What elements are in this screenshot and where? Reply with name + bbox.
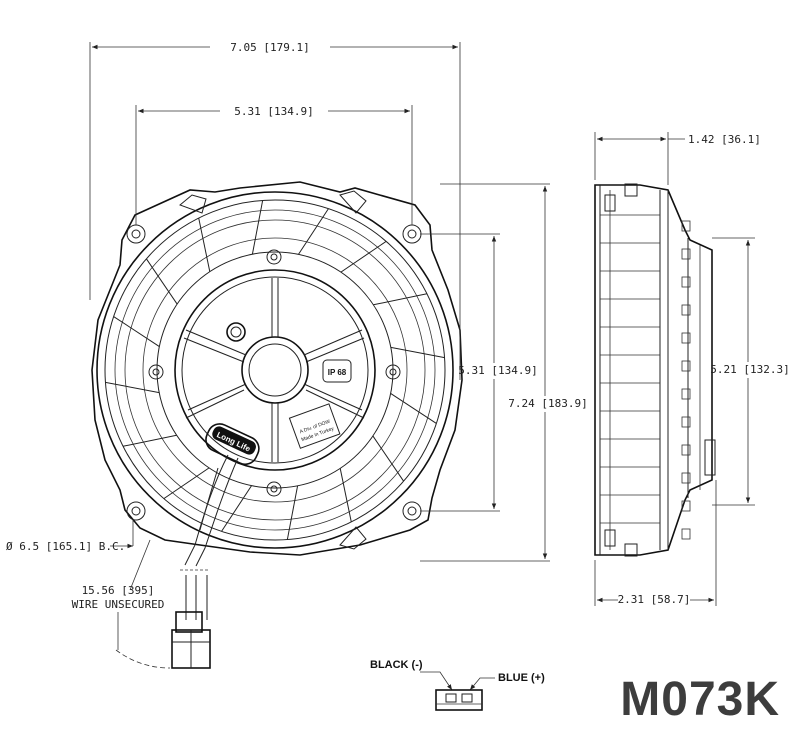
motor-plate-inner bbox=[181, 276, 369, 464]
dimensions: 7.05 [179.1] 5.31 [134.9] 5.31 [134.9] 7… bbox=[6, 40, 790, 669]
blue-wire-label: BLUE (+) bbox=[498, 672, 545, 684]
dim-mount-width: 5.31 [134.9] bbox=[234, 105, 313, 118]
shroud-spoke bbox=[286, 485, 299, 540]
hub-outer bbox=[241, 336, 309, 404]
side-view bbox=[594, 183, 716, 557]
side-clip bbox=[681, 528, 691, 540]
shroud-spoke bbox=[372, 435, 405, 482]
motor-ribs bbox=[183, 278, 365, 462]
dim-wire-length: 15.56 [395] bbox=[82, 584, 155, 597]
side-outline bbox=[594, 184, 713, 556]
shroud-spoke bbox=[145, 258, 178, 305]
dim-overall-width: 7.05 [179.1] bbox=[230, 41, 309, 54]
housing-ring-5 bbox=[142, 237, 408, 503]
side-clip bbox=[681, 472, 691, 484]
dim-bolt-circle: Ø 6.5 [165.1] B.C. bbox=[6, 540, 125, 553]
side-clip bbox=[681, 276, 691, 288]
shroud-spoke bbox=[298, 208, 329, 255]
shroud-spoke bbox=[390, 346, 445, 359]
dim-wire-note: WIRE UNSECURED bbox=[72, 598, 165, 611]
shroud-spoke bbox=[390, 393, 437, 424]
dim-side-depth-top: 1.42 [36.1] bbox=[688, 133, 761, 146]
side-clip bbox=[681, 388, 691, 400]
housing-ring-2 bbox=[104, 199, 446, 541]
shroud-spoke bbox=[113, 316, 160, 347]
shroud-spoke bbox=[373, 293, 428, 306]
connector-callout: BLACK (-) BLUE (+) bbox=[370, 659, 545, 711]
dim-motor-diameter: 5.21 [132.3] bbox=[710, 363, 789, 376]
mount-hole-bottom-right bbox=[402, 501, 422, 521]
flange-outline bbox=[91, 181, 463, 556]
mount-hole-top-left bbox=[126, 224, 146, 244]
side-clip bbox=[681, 500, 691, 512]
mount-hole-top-right bbox=[402, 224, 422, 244]
motor-plate-outer bbox=[174, 269, 376, 471]
housing-outer-ring bbox=[96, 191, 454, 549]
side-clip bbox=[681, 332, 691, 344]
shroud-spoke bbox=[251, 200, 264, 255]
shroud-spoke bbox=[105, 381, 160, 394]
connector-icon bbox=[435, 689, 483, 711]
shroud-spoke bbox=[163, 467, 210, 500]
wire-bundle bbox=[180, 454, 239, 620]
side-clip bbox=[681, 444, 691, 456]
housing-ring-6 bbox=[156, 251, 394, 489]
hub-inner bbox=[248, 343, 302, 397]
side-clip bbox=[681, 304, 691, 316]
mount-hole-bottom-left bbox=[126, 501, 146, 521]
side-clip bbox=[681, 248, 691, 260]
maker-plate: A Div. of DOW Made in Turkey bbox=[288, 403, 341, 449]
shroud-spoke bbox=[339, 468, 352, 523]
side-clip bbox=[681, 360, 691, 372]
ip-rating-box bbox=[322, 359, 352, 383]
shroud-spoke bbox=[221, 485, 252, 532]
dim-side-depth-bottom: 2.31 [58.7] bbox=[618, 593, 691, 606]
shroud-spoke bbox=[340, 240, 387, 273]
shroud-spokes bbox=[105, 200, 445, 540]
mount-holes bbox=[126, 190, 422, 550]
shroud-spoke bbox=[198, 217, 211, 272]
ip-rating-label: IP 68 bbox=[328, 368, 347, 377]
wire-connector bbox=[171, 611, 211, 669]
part-number: M073K bbox=[620, 673, 780, 726]
side-clip bbox=[681, 416, 691, 428]
shroud-spoke bbox=[122, 434, 177, 447]
dim-mount-height: 5.31 [134.9] bbox=[458, 364, 537, 377]
housing-ring-4 bbox=[124, 219, 426, 521]
side-ribs bbox=[600, 214, 691, 540]
front-view: IP 68 Long Life A Div. of DOW Made in Tu… bbox=[91, 181, 463, 669]
side-clip bbox=[681, 220, 691, 232]
dim-overall-height: 7.24 [183.9] bbox=[508, 397, 587, 410]
housing-ring-3 bbox=[114, 209, 436, 531]
plate-screws bbox=[148, 249, 401, 497]
black-wire-label: BLACK (-) bbox=[370, 659, 423, 671]
